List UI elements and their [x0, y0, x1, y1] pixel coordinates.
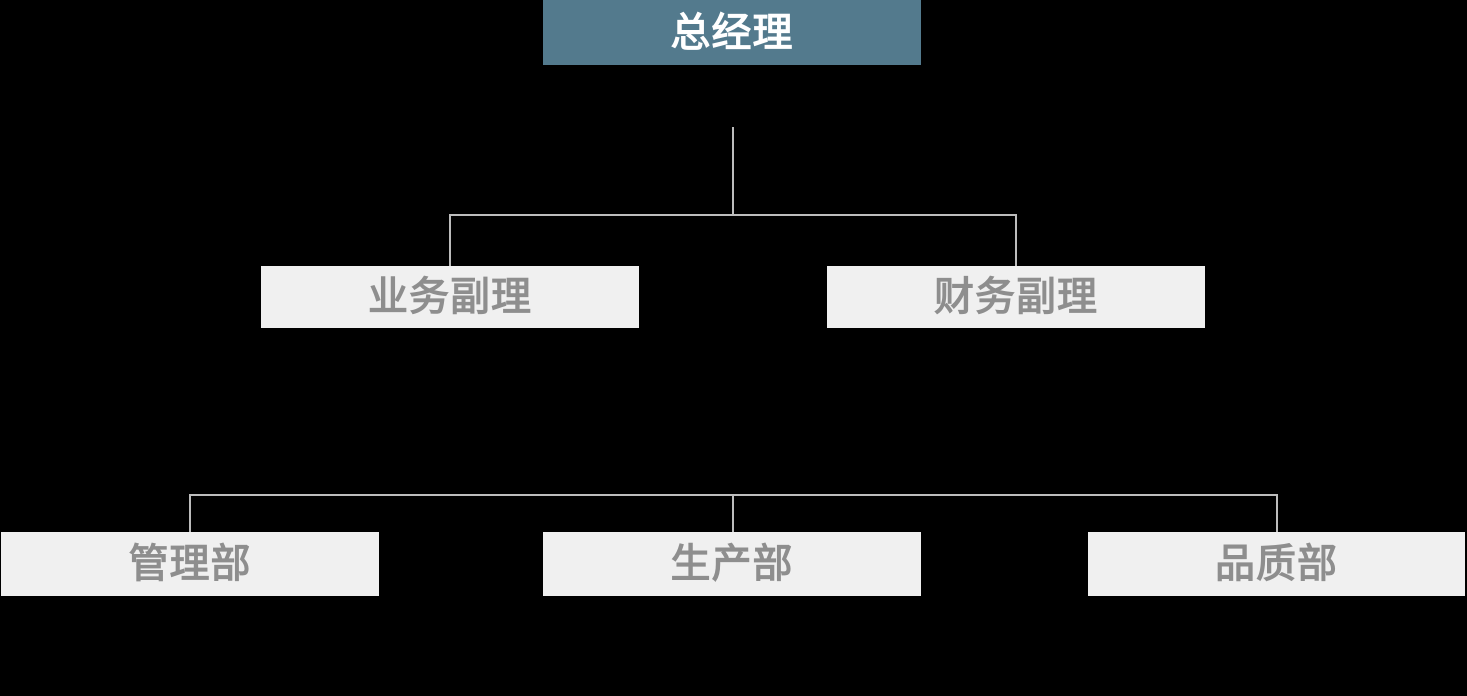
org-node-general-manager: 总经理 [543, 0, 921, 65]
connector-drop-quality-dept [1276, 494, 1278, 532]
org-node-quality-dept: 品质部 [1088, 532, 1465, 596]
org-node-management-dept-label: 管理部 [128, 542, 252, 586]
connector-drop-business-deputy [449, 214, 451, 266]
org-node-general-manager-label: 总经理 [670, 10, 794, 55]
org-node-production-dept: 生产部 [543, 532, 921, 596]
connector-drop-management-dept [189, 494, 191, 532]
org-node-management-dept: 管理部 [1, 532, 379, 596]
connector-drop-finance-deputy [1015, 214, 1017, 266]
connector-level2-horizontal [449, 214, 1017, 216]
connector-root-stem [732, 127, 734, 215]
connector-drop-production-dept [732, 494, 734, 532]
org-node-finance-deputy: 财务副理 [827, 266, 1205, 328]
org-node-finance-deputy-label: 财务副理 [934, 275, 1098, 319]
org-node-production-dept-label: 生产部 [670, 542, 794, 586]
org-node-business-deputy: 业务副理 [261, 266, 639, 328]
org-node-quality-dept-label: 品质部 [1215, 542, 1338, 586]
org-node-business-deputy-label: 业务副理 [368, 275, 532, 319]
